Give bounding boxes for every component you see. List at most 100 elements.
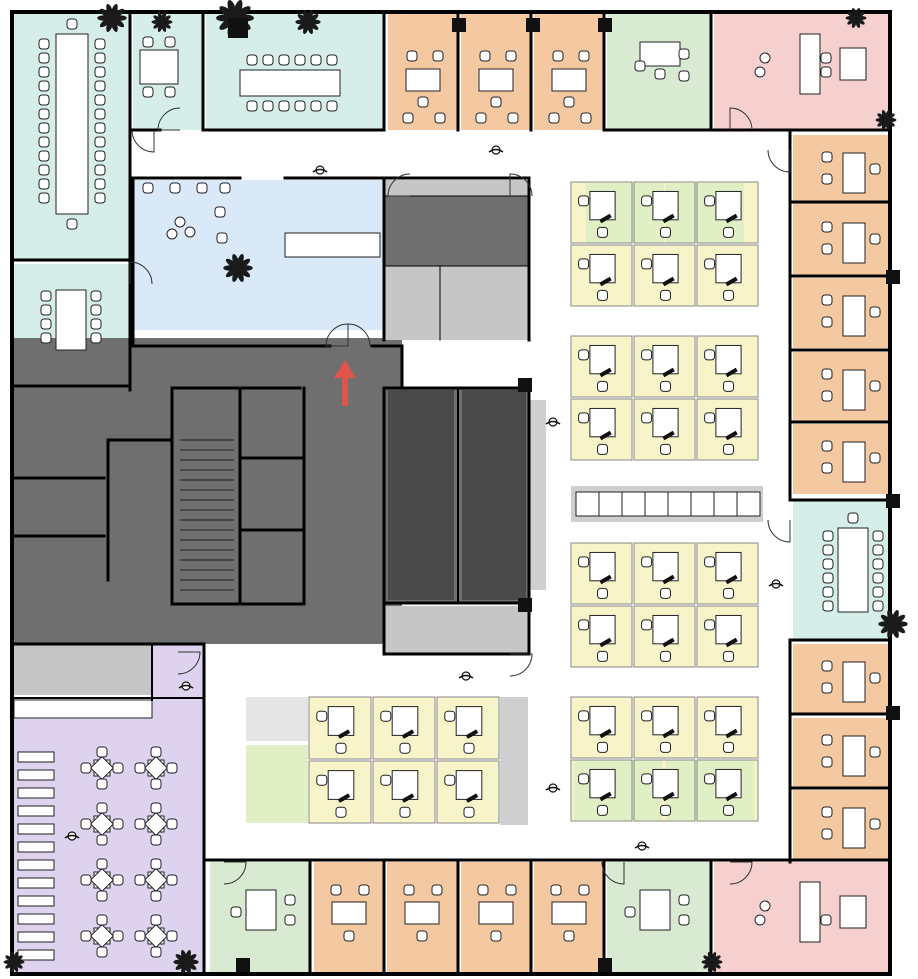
desk — [455, 706, 483, 736]
computer-icon — [401, 793, 415, 803]
plant-center — [183, 959, 189, 965]
chair — [754, 66, 766, 78]
desk — [715, 551, 742, 582]
computer-icon — [401, 729, 415, 739]
plant-leaf — [235, 6, 251, 19]
computer-icon — [599, 574, 612, 585]
person-shoulders — [178, 684, 194, 689]
chair — [150, 834, 162, 846]
chair — [563, 930, 575, 942]
desk — [652, 614, 679, 645]
chair — [578, 619, 590, 631]
workstation-partition — [633, 398, 696, 461]
computer-icon — [465, 729, 479, 739]
chair — [94, 136, 106, 148]
chair — [142, 86, 154, 98]
plant-leaf — [9, 962, 15, 973]
chair — [38, 178, 50, 190]
chair — [326, 100, 338, 112]
chair — [597, 289, 608, 301]
perimeter-wall — [10, 10, 892, 976]
conference-table — [837, 527, 869, 613]
chair — [38, 80, 50, 92]
door-swing-icon — [729, 861, 753, 885]
chair — [578, 258, 590, 270]
person-icon — [178, 681, 194, 691]
chair — [294, 54, 306, 66]
chair — [660, 804, 671, 816]
workstation-partition — [570, 181, 633, 244]
office-desk — [842, 441, 866, 483]
entry-arrow-shaft — [342, 374, 348, 406]
chair — [660, 650, 671, 662]
chair — [96, 746, 108, 758]
workstation-partition — [633, 181, 696, 244]
chair — [597, 380, 608, 392]
chair — [578, 50, 590, 62]
desk — [589, 190, 616, 221]
workstation-partition — [696, 335, 759, 398]
plant-leaf — [236, 253, 244, 268]
chair — [166, 818, 178, 830]
plant-leaf — [162, 15, 171, 23]
workstation-partition — [570, 542, 633, 605]
chair — [660, 443, 671, 455]
chair — [597, 804, 608, 816]
sofa — [799, 33, 821, 95]
chair — [704, 556, 716, 568]
office-desk — [405, 68, 441, 92]
workstation-partition — [696, 244, 759, 307]
door-swing-icon — [767, 519, 791, 543]
computer-icon — [662, 430, 675, 441]
door-swing-icon — [157, 107, 181, 131]
computer-icon — [465, 793, 479, 803]
chair — [150, 946, 162, 958]
computer-icon — [599, 213, 612, 224]
sofa — [799, 881, 821, 943]
storage-1 — [384, 270, 440, 340]
chair — [641, 412, 653, 424]
chair — [66, 18, 78, 30]
workstation-partition — [570, 244, 633, 307]
workstation-partition — [696, 696, 759, 759]
chair — [463, 806, 475, 818]
chair — [641, 349, 653, 361]
desk — [589, 344, 616, 375]
chair — [869, 818, 881, 830]
chair — [479, 50, 491, 62]
plant-center — [889, 620, 897, 628]
person-shoulders — [634, 844, 650, 849]
cafeteria — [12, 700, 204, 972]
plant-leaf — [99, 17, 112, 28]
plant-leaf — [153, 15, 162, 23]
chair — [597, 443, 608, 455]
desk — [652, 551, 679, 582]
chair — [246, 100, 258, 112]
chair — [597, 650, 608, 662]
chair — [660, 741, 671, 753]
workstation-partition — [308, 760, 372, 824]
bench-seat — [17, 751, 55, 763]
chair — [150, 802, 162, 814]
desk — [715, 344, 742, 375]
chair — [821, 756, 833, 768]
person-icon — [768, 579, 784, 589]
workstation-partition — [633, 759, 696, 822]
plant-leaf — [186, 961, 197, 970]
workstation-partition — [633, 605, 696, 668]
chair — [94, 192, 106, 204]
chair — [96, 834, 108, 846]
chair — [316, 774, 328, 786]
entry-arrow-icon — [334, 360, 356, 406]
desk — [652, 253, 679, 284]
chair — [704, 619, 716, 631]
computer-icon — [725, 430, 738, 441]
chair — [38, 108, 50, 120]
chair — [316, 710, 328, 722]
door-swing-icon — [509, 653, 533, 677]
office-desk — [551, 901, 587, 925]
chair — [38, 192, 50, 204]
chair — [821, 440, 833, 452]
kitchen-counter — [13, 699, 153, 719]
